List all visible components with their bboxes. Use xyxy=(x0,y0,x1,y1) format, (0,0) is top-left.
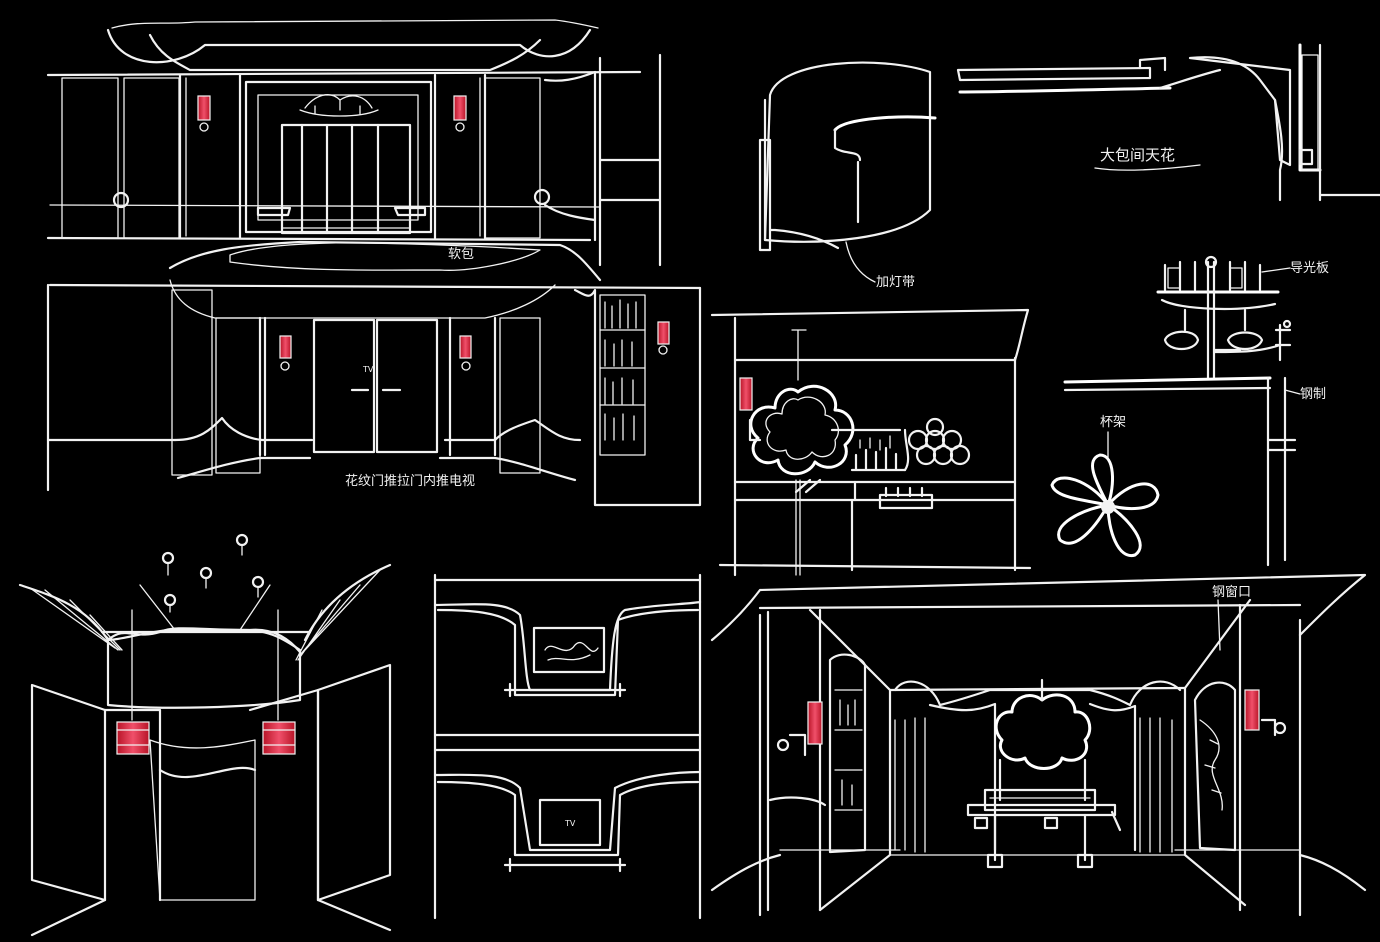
flower-ornament-icon xyxy=(163,593,177,613)
steel-label: 钢制 xyxy=(1300,387,1326,402)
detail-ceiling-section: 大包间天花 xyxy=(956,43,1380,202)
detail-glass-rack: 导光板 钢制 xyxy=(1063,255,1329,567)
wall-sconce-icon xyxy=(279,335,292,371)
flower-ornament-icon xyxy=(994,678,1092,770)
elevation-tv-walls: TV xyxy=(433,573,702,920)
chandelier-icon xyxy=(299,94,379,117)
wall-sconce-icon xyxy=(197,95,211,132)
wall-sconce-icon xyxy=(807,701,823,745)
perspective-corridor xyxy=(18,533,392,937)
detail-bar-counter xyxy=(710,308,1032,577)
flower-ornament-icon xyxy=(235,533,249,556)
pendant-lamp-icon xyxy=(116,609,150,755)
wall-sconce-icon xyxy=(657,321,670,355)
door-note: 花纹门推拉门内推电视 xyxy=(345,473,475,489)
window-frame-note: 钢窗口 xyxy=(1212,584,1251,600)
detail-light-strip: 加灯带 xyxy=(758,61,937,290)
flower-ornament-icon xyxy=(251,575,265,598)
wall-sconce-icon xyxy=(459,335,472,371)
elevation-tv-door-wall: TV 花纹门推拉门内推电视 软包 xyxy=(46,240,702,507)
cup-rack-label: 杯架 xyxy=(1100,415,1126,430)
soft-pack-note: 软包 xyxy=(448,247,474,262)
elevation-entrance-wall xyxy=(46,19,662,267)
flower-ornament-icon xyxy=(749,384,855,494)
detail-cup-holder: 杯架 xyxy=(1050,415,1160,557)
tv-label-door: TV xyxy=(362,365,374,374)
pendant-lamp-icon xyxy=(262,609,296,755)
light-strip-label: 加灯带 xyxy=(876,275,915,290)
flower-ornament-icon xyxy=(161,551,175,576)
perspective-dining-room: 钢窗口 xyxy=(710,573,1367,917)
ceiling-section-title: 大包间天花 xyxy=(1100,146,1175,164)
wall-sconce-icon xyxy=(453,95,467,132)
flower-ornament-icon xyxy=(1050,453,1160,557)
wall-sconce-icon xyxy=(1244,689,1260,731)
tv-label-wall: TV xyxy=(564,819,576,828)
wall-sconce-icon xyxy=(739,377,753,411)
light-guide-panel-label: 导光板 xyxy=(1290,261,1329,276)
flower-ornament-icon xyxy=(199,566,213,589)
roll-stack xyxy=(907,417,971,466)
